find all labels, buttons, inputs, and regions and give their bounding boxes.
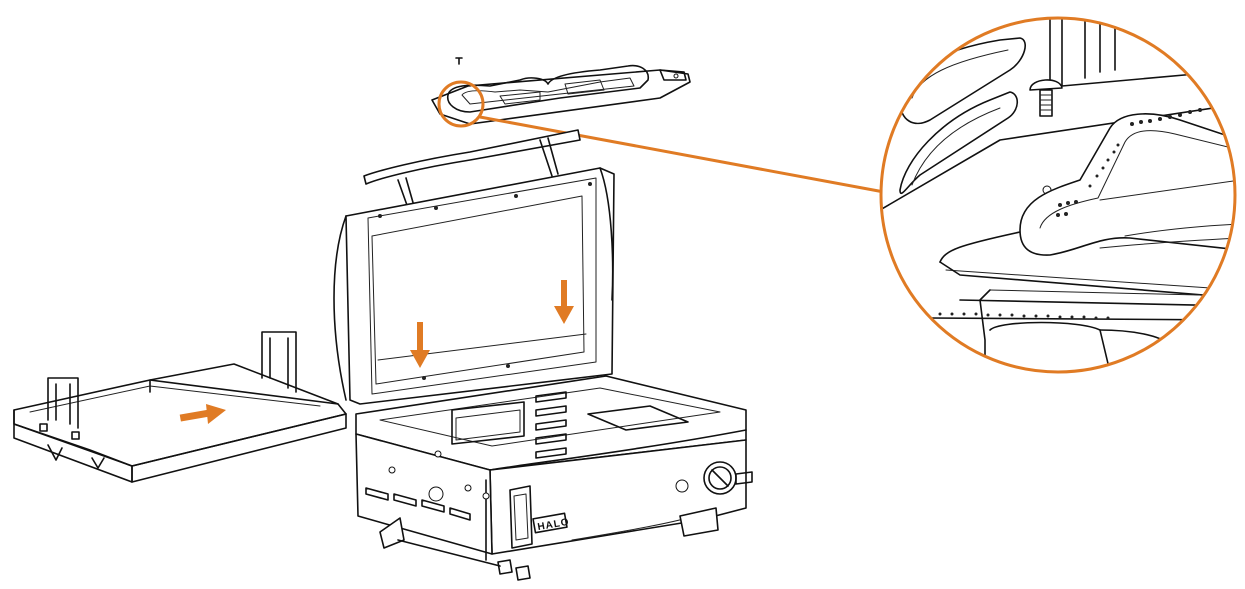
fuel-gauge [509, 485, 533, 549]
zoom-detail [879, 16, 1237, 374]
screw-icon [455, 57, 463, 65]
callout-leader-line [479, 115, 885, 194]
griddle-tray [13, 331, 347, 483]
callout-marker [437, 80, 885, 194]
arrow-right-griddle [179, 404, 226, 424]
callout-small-circle [437, 80, 485, 128]
side-panel [355, 433, 493, 555]
handle-left [47, 377, 79, 429]
plate-edge [939, 195, 1235, 263]
grill-body: HALO [333, 129, 753, 581]
burner-plate [431, 69, 691, 125]
burner-tube-zoom [1019, 113, 1235, 256]
handle-right [261, 331, 297, 393]
screw-icon-zoom [1029, 79, 1063, 117]
control-knob [703, 461, 753, 495]
burner-ports [1056, 108, 1202, 217]
arrow-down-right [554, 280, 574, 324]
zoom-circle-border [879, 16, 1237, 374]
vent-slots [535, 391, 567, 459]
igniter-button [675, 479, 689, 493]
rail-dots [938, 312, 1110, 320]
lid-handle [363, 129, 581, 185]
lid [345, 167, 615, 405]
slot-cutout-lower [899, 91, 1019, 195]
burner-tube-outer [446, 64, 650, 113]
side-vents [365, 487, 471, 521]
burner-assembly [431, 57, 691, 125]
arrow-down-left [410, 322, 430, 368]
